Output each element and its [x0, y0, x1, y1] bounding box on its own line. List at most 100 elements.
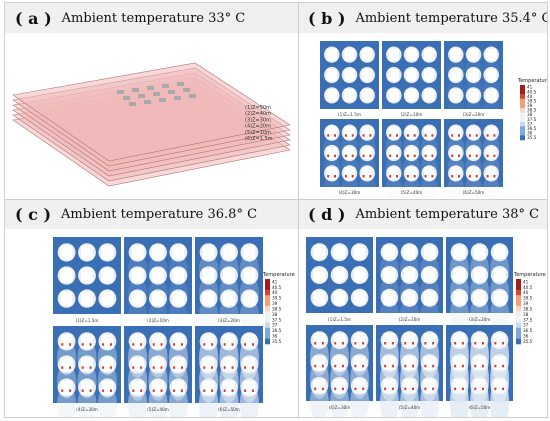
hotspot — [424, 387, 427, 391]
hotspot — [451, 134, 454, 137]
building-footprint — [473, 333, 486, 348]
hotspot — [251, 366, 254, 369]
building-footprint — [353, 356, 366, 370]
legend-tick: 41 — [272, 279, 278, 284]
legend-swatch — [516, 311, 521, 318]
hotspot — [89, 343, 92, 346]
hotspot — [458, 134, 461, 137]
hotspot — [69, 343, 72, 346]
legend-swatch — [516, 333, 521, 339]
building-footprint — [223, 357, 235, 372]
hotspot — [140, 343, 143, 346]
hotspot — [474, 342, 477, 345]
layer-label: (4)Z=20m — [245, 124, 271, 130]
hotspot — [344, 175, 347, 178]
hotspot — [431, 175, 434, 178]
hotspot — [69, 366, 72, 369]
hotspot — [362, 364, 365, 368]
building-footprint — [81, 268, 93, 283]
hotspot — [391, 364, 394, 368]
legend-swatch — [520, 107, 525, 113]
hotspot — [334, 387, 337, 391]
hotspot — [474, 364, 477, 368]
hotspot — [458, 175, 461, 178]
hotspot — [493, 175, 496, 178]
hotspot — [132, 343, 135, 346]
legend-swatch — [516, 306, 521, 312]
hotspot — [321, 342, 324, 345]
hotspot — [474, 387, 477, 391]
building-footprint — [344, 126, 355, 139]
hotspot — [351, 154, 354, 158]
hotspot — [431, 154, 434, 158]
warm-plume — [465, 99, 482, 121]
subplot-label: (3)Z=20m — [469, 317, 491, 322]
hotspot — [211, 389, 214, 392]
panel-d-caption: Ambient temperature 38° C — [355, 206, 540, 222]
hotspot — [451, 154, 454, 158]
legend-tick: 40.5 — [272, 285, 282, 290]
subplot-label: (4)Z=30m — [339, 190, 361, 195]
legend-tick: 36 — [272, 334, 278, 339]
building-footprint — [131, 334, 144, 349]
heatmap-subplot: (6)Z=50m — [195, 326, 263, 417]
hotspot — [334, 175, 337, 178]
heatmap-subplot: (3)Z=20m — [446, 237, 513, 331]
hotspot — [369, 134, 372, 137]
building-footprint — [333, 378, 346, 393]
building-footprint — [60, 357, 73, 372]
subplot-label: (3)Z=20m — [463, 112, 485, 117]
hotspot — [362, 154, 365, 158]
warm-plume — [403, 176, 420, 199]
hotspot — [468, 154, 471, 158]
hotspot — [482, 364, 485, 368]
hotspot — [173, 343, 176, 346]
building-footprint — [202, 291, 215, 306]
building-footprint — [383, 268, 396, 282]
building-footprint — [333, 268, 346, 282]
building-footprint — [152, 245, 164, 260]
hotspot — [494, 387, 497, 391]
subplot-label: (6)Z=50m — [218, 407, 240, 412]
hotspot — [468, 134, 471, 137]
building-footprint — [388, 89, 399, 102]
building-footprint — [344, 68, 355, 82]
figure: ( a ) Ambient temperature 33° C (1)Z=50m… — [4, 2, 548, 418]
legend-swatch — [516, 284, 521, 291]
legend-swatch — [265, 316, 270, 323]
heatmap-subplot: (3)Z=20m — [444, 41, 503, 121]
panel-d-title-bar: ( d ) Ambient temperature 38° C — [298, 199, 547, 229]
warm-plume — [447, 99, 465, 121]
building-footprint — [202, 357, 215, 372]
hotspot — [494, 364, 497, 368]
building-footprint — [326, 48, 337, 61]
legend-tick: 37 — [272, 323, 278, 328]
hotspot — [413, 154, 416, 158]
panel-b-heatmaps: (1)Z=1.5m(2)Z=10m(3)Z=20m(4)Z=30m(5)Z=40… — [320, 41, 547, 199]
building-footprint — [223, 334, 235, 349]
hotspot — [391, 342, 394, 345]
warm-plume — [323, 176, 341, 199]
hotspot — [102, 343, 105, 346]
building-footprint — [353, 290, 366, 305]
hotspot — [413, 134, 416, 137]
building-footprint — [313, 245, 326, 260]
building-footprint — [468, 126, 479, 139]
legend-title: Temperature — [262, 272, 295, 278]
building-footprint — [101, 334, 114, 349]
building-footprint — [313, 268, 326, 282]
hotspot — [486, 154, 489, 158]
building-footprint — [131, 245, 144, 260]
hotspot — [223, 389, 226, 392]
subplot-label: (5)Z=40m — [401, 190, 423, 195]
building-footprint — [152, 357, 164, 372]
hotspot — [431, 134, 434, 137]
building-footprint — [406, 68, 417, 82]
legend-tick: 37 — [527, 121, 533, 126]
building-footprint — [424, 167, 435, 180]
building-block — [162, 84, 169, 88]
hotspot — [475, 134, 478, 137]
hotspot — [173, 389, 176, 392]
layer-label: (6)Z=1.5m — [245, 136, 273, 142]
building-footprint — [450, 126, 461, 139]
